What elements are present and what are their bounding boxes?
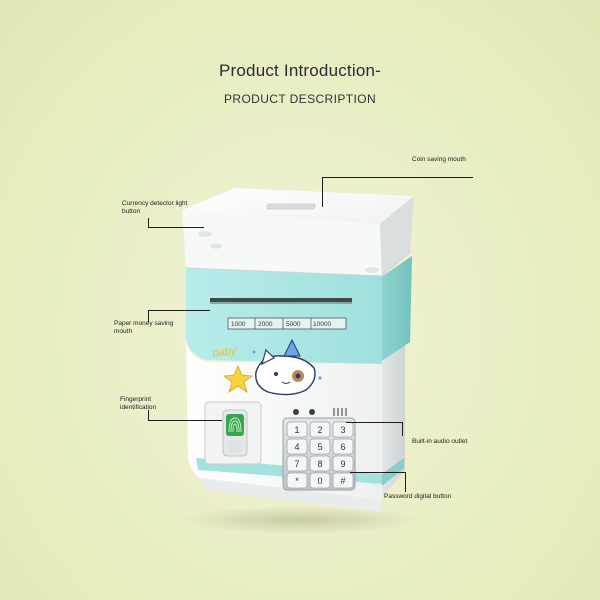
coin-callout-line-v — [322, 177, 323, 207]
keypad-key-label: * — [295, 476, 299, 486]
callout-paper-money-saving-mouth: Paper money saving mouth — [114, 320, 174, 335]
page-title: Product Introduction- — [218, 61, 381, 80]
money-label-4: 10000 — [313, 321, 331, 328]
keypad-key-7 — [286, 455, 308, 472]
keypad-key-5 — [309, 438, 331, 455]
paper-callout-line-v — [148, 310, 149, 322]
cat-icon — [255, 338, 316, 396]
paper-callout-line-h — [148, 310, 210, 311]
fingerprint-icon — [226, 414, 244, 436]
keypad-key-6 — [332, 438, 354, 455]
keypad-key-label: 9 — [340, 459, 345, 469]
audio-callout-line-h — [346, 422, 402, 423]
callout-password-digital-button: Password digital button — [384, 493, 452, 500]
decal-baby-text: baby — [212, 345, 239, 360]
money-label-2: 2000 — [258, 321, 273, 328]
keypad-key-4 — [286, 438, 308, 455]
keypad-key-label: 3 — [340, 425, 345, 435]
keypad-key-8 — [309, 455, 331, 472]
callout-fingerprint-identification: Fingerprint identification — [120, 396, 157, 411]
detector-callout-line-h — [148, 227, 204, 228]
keypad-key-label: 5 — [317, 442, 322, 452]
keypad-key-label: 0 — [317, 476, 322, 486]
keypad-key-label: 8 — [317, 459, 322, 469]
audio-callout-line-v — [402, 422, 403, 436]
password-callout-line-h — [350, 472, 405, 473]
keypad-key-# — [332, 472, 354, 489]
keypad-key-label: 6 — [340, 442, 345, 452]
keypad-key-1 — [286, 421, 308, 438]
keypad-key-label: # — [340, 476, 345, 486]
password-callout-line-v — [405, 472, 406, 492]
callout-coin-saving-mouth: Coin saving mouth — [412, 156, 466, 163]
keypad-key-3 — [332, 421, 354, 438]
star-icon — [222, 365, 254, 393]
money-label-1: 1000 — [231, 321, 246, 328]
callout-currency-detector: Currency detector light button — [122, 200, 188, 215]
keypad-key-* — [286, 472, 308, 489]
keypad-key-2 — [309, 421, 331, 438]
keypad-key-9 — [332, 455, 354, 472]
keypad-key-label: 1 — [294, 425, 299, 435]
detector-callout-line-v — [148, 218, 149, 228]
keypad-key-0 — [309, 472, 331, 489]
page-subtitle: PRODUCT DESCRIPTION — [223, 92, 377, 106]
fingerprint-callout-line-h — [148, 420, 222, 421]
money-label-3: 5000 — [286, 321, 301, 328]
coin-callout-line-h — [322, 177, 473, 178]
keypad-key-label: 4 — [294, 442, 299, 452]
callout-built-in-audio-outlet: Built-in audio outlet — [412, 438, 468, 445]
keypad-key-label: 7 — [294, 459, 299, 469]
keypad-key-label: 2 — [317, 425, 322, 435]
fingerprint-callout-line-v — [148, 410, 149, 420]
